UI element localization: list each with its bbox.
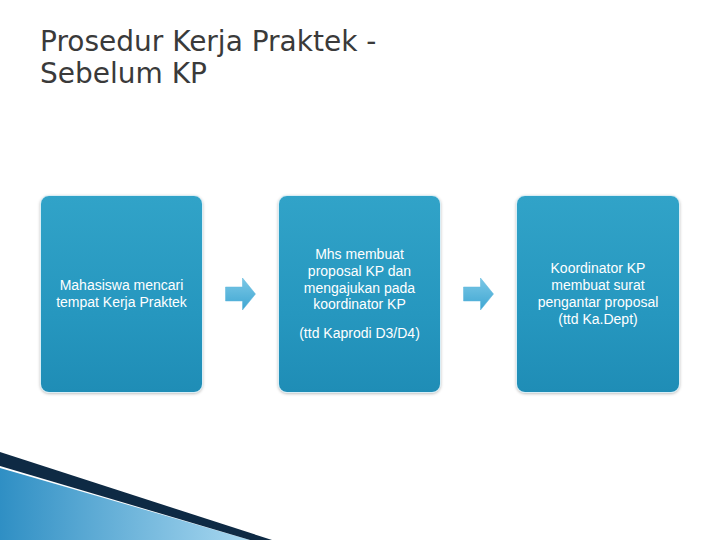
box-text: (ttd Kaprodi D3/D4) (299, 325, 420, 342)
block-arrow (464, 278, 494, 310)
process-box: Mhs membuat proposal KP dan mengajukan p… (278, 195, 441, 393)
swoosh-stroke (0, 452, 272, 540)
box-text: Mhs membuat proposal KP dan mengajukan p… (288, 246, 431, 313)
process-box: Mahasiswa mencari tempat Kerja Praktek (40, 195, 203, 393)
box-text: Mahasiswa mencari tempat Kerja Praktek (50, 277, 193, 311)
box-text: Koordinator KP membuat surat pengantar p… (526, 260, 670, 327)
slide-title: Prosedur Kerja Praktek - Sebelum KP (40, 26, 480, 90)
swoosh-fill (0, 468, 250, 540)
process-box: Koordinator KP membuat surat pengantar p… (516, 195, 680, 393)
block-arrow (226, 278, 256, 310)
